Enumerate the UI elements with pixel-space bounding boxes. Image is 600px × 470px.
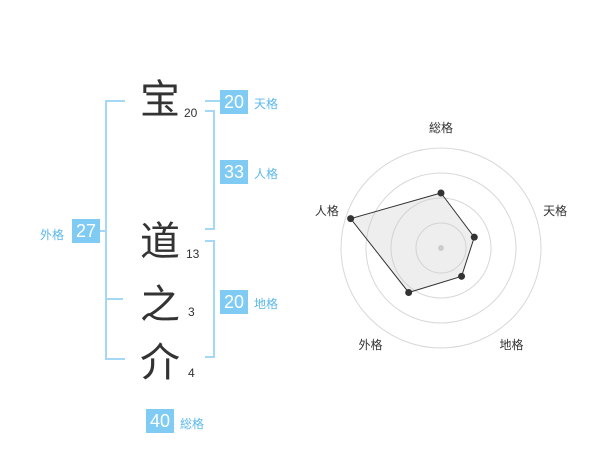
gaikaku-bracket: [105, 100, 125, 360]
radar-data-point: [470, 233, 478, 241]
radar-grid-ring: [365, 172, 517, 324]
radar-center-dot: [438, 245, 444, 251]
soukaku-label: 総格: [180, 417, 205, 431]
radar-data-point: [347, 215, 355, 223]
chikaku-label: 地格: [254, 297, 279, 311]
soukaku-badge: 40: [146, 409, 174, 433]
radar-data-point: [405, 288, 413, 296]
name-char-2: 道: [140, 219, 180, 265]
tenkaku-label: 天格: [254, 97, 279, 111]
tenkaku-bracket: [205, 100, 220, 102]
chikaku-bracket: [205, 240, 215, 358]
jinkaku-label: 人格: [254, 167, 279, 181]
stroke-count-3: 3: [188, 305, 195, 319]
stroke-count-4: 4: [188, 366, 195, 380]
name-char-3: 之: [140, 282, 180, 328]
gaikaku-bracket-stem: [100, 230, 105, 232]
gaikaku-bracket-tick: [105, 298, 123, 300]
radar-axis-label: 総格: [429, 120, 453, 135]
name-char-4: 介: [140, 340, 180, 386]
radar-grid-ring: [415, 222, 467, 274]
radar-data-point: [458, 272, 466, 280]
stroke-count-2: 13: [186, 247, 200, 261]
radar-axis-label: 地格: [500, 337, 524, 352]
radar-grid-ring: [340, 147, 542, 349]
name-char-1: 宝: [140, 77, 180, 123]
radar-axis-label: 天格: [543, 203, 567, 218]
radar-series-area: [349, 192, 475, 294]
stroke-count-1: 20: [184, 106, 198, 120]
gaikaku-badge: 27: [72, 219, 100, 243]
chikaku-badge: 20: [220, 290, 248, 314]
jinkaku-bracket: [205, 110, 215, 230]
radar-data-point: [437, 189, 445, 197]
radar-axis-label: 人格: [315, 203, 339, 218]
tenkaku-badge: 20: [220, 90, 248, 114]
jinkaku-badge: 33: [220, 160, 248, 184]
radar-axis-label: 外格: [358, 337, 382, 352]
gaikaku-label: 外格: [40, 228, 65, 242]
radar-grid-ring: [390, 197, 492, 299]
